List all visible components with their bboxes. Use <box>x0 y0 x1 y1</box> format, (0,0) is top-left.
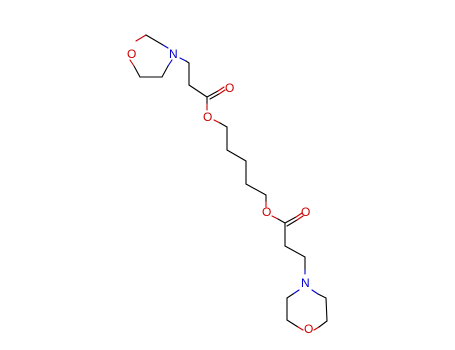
bond <box>219 122 228 128</box>
propanoate-chain-bottom <box>271 212 306 275</box>
bond <box>296 215 304 221</box>
bond <box>129 59 135 67</box>
bond <box>188 84 208 98</box>
bond <box>162 44 169 49</box>
bond <box>311 289 319 295</box>
bond <box>161 65 169 78</box>
bond <box>286 319 299 328</box>
bond <box>217 86 225 92</box>
bond <box>145 34 164 46</box>
bond <box>286 219 298 227</box>
bond <box>277 218 286 224</box>
pentane-linker <box>226 126 267 208</box>
bond <box>297 326 304 331</box>
carbonyl-oxygen-label: O <box>301 205 310 219</box>
bond <box>206 90 219 98</box>
bond <box>218 89 226 95</box>
bond <box>179 57 187 62</box>
bond <box>292 289 300 295</box>
bond <box>133 65 141 78</box>
ester-oxygen-label: O <box>262 205 271 219</box>
bond <box>209 93 220 100</box>
bond <box>167 59 173 67</box>
bond <box>271 215 279 220</box>
ester-oxygen-label: O <box>203 110 212 124</box>
bond <box>286 293 294 299</box>
bond <box>185 60 190 64</box>
bond <box>213 119 221 124</box>
nitrogen-atom-label: N <box>301 276 310 290</box>
bond <box>317 293 327 299</box>
carbonyl-oxygen-label: O <box>225 81 234 95</box>
bond <box>295 212 303 218</box>
bond <box>318 320 328 328</box>
nitrogen-atom-label: N <box>169 47 178 61</box>
oxygen-atom-label: O <box>127 47 136 61</box>
bond <box>284 216 297 224</box>
morpholine-ring-bottom <box>286 289 328 331</box>
bond <box>226 149 247 162</box>
propanoate-chain-top <box>179 57 228 128</box>
oxygen-atom-label: O <box>304 322 313 336</box>
bond <box>313 326 320 331</box>
bond <box>284 245 306 258</box>
bond <box>135 34 147 42</box>
morpholine-ring-top <box>129 34 173 78</box>
bond <box>245 183 267 196</box>
bond <box>325 297 328 322</box>
